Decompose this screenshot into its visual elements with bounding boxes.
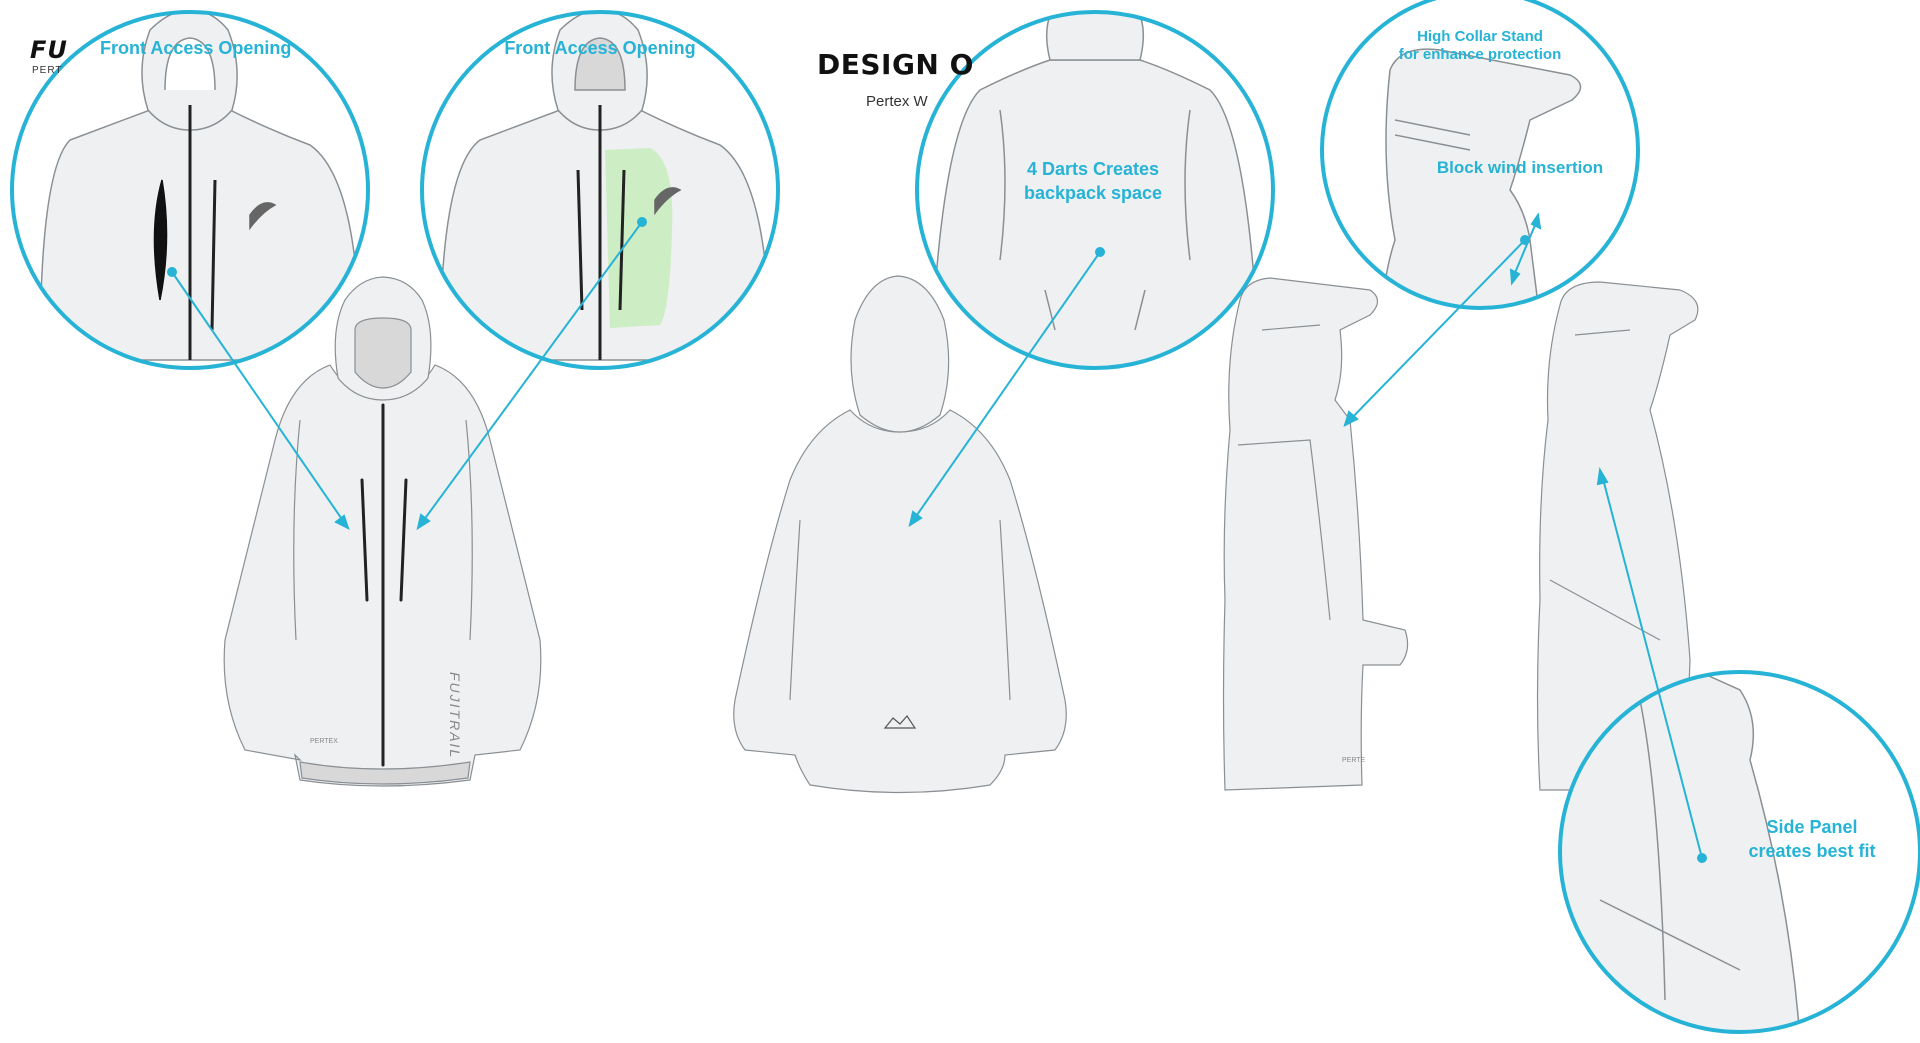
back-view-jacket [733,275,1067,794]
callout-four-darts-line2: backpack space [1023,183,1163,203]
callout-side-panel: Side Panel creates best fit [1722,815,1902,863]
leader-darts [909,251,1101,526]
front-pertex-label: PERTEX [310,738,338,745]
leader-front-access-1 [171,271,349,529]
leader-lines [167,212,1707,863]
front-left-chest-zip [360,478,369,602]
front-right-chest-zip [399,478,408,602]
callout-four-darts-line1: 4 Darts Creates [1026,159,1160,179]
back-body [733,409,1067,794]
back-logo-mark [883,715,917,729]
detail-high-collar [1320,0,1640,310]
callout-high-collar-line2: for enhance protection [1398,46,1562,63]
callout-front-access-opening-1: Front Access Opening [100,38,292,58]
callout-side-panel-line1: Side Panel [1766,817,1858,837]
callout-four-darts: 4 Darts Creates backpack space [993,157,1193,205]
side1-sleeve [1237,439,1331,621]
pocket-highlight-panel [605,148,673,328]
side2-hood-line [1574,329,1631,336]
front-hem [299,761,471,785]
detail-side-panel [1558,670,1920,1034]
front-vertical-logo: FUJITRAIL [447,672,463,759]
side1-hood-line [1261,324,1321,331]
detail-front-access-pocket [10,10,370,370]
page-title: DESIGN O [817,48,974,81]
side-view-jacket-1 [1222,277,1409,791]
leader-side-panel [1601,474,1703,859]
callout-high-collar: High Collar Stand for enhance protection [1380,28,1580,64]
front-right-sleeve-seam [465,419,473,641]
pocket-opening-black [153,179,168,301]
back-hood [850,275,950,433]
brand-logo: FU [30,36,68,64]
back-left-seam [789,519,801,701]
leader-front-access-2 [417,221,643,529]
leader-block-wind [1511,217,1539,281]
callout-side-panel-line2: creates best fit [1748,841,1876,861]
detail-front-access-panel [420,10,780,370]
callout-block-wind: Block wind insertion [1436,158,1604,177]
side1-pertex-label: PERTE [1342,757,1366,764]
callout-high-collar-line1: High Collar Stand [1417,28,1543,45]
back-right-seam [999,519,1011,701]
front-hood-opening [354,317,412,389]
brand-subtext: PERT [32,65,63,76]
front-left-sleeve-seam [293,419,301,641]
front-zips [360,403,408,767]
detail-back-darts [915,10,1275,370]
leader-collar [1344,239,1526,426]
side1-body [1222,277,1409,791]
callout-front-access-opening-2: Front Access Opening [504,38,696,58]
page-subtitle: Pertex W [866,93,928,110]
